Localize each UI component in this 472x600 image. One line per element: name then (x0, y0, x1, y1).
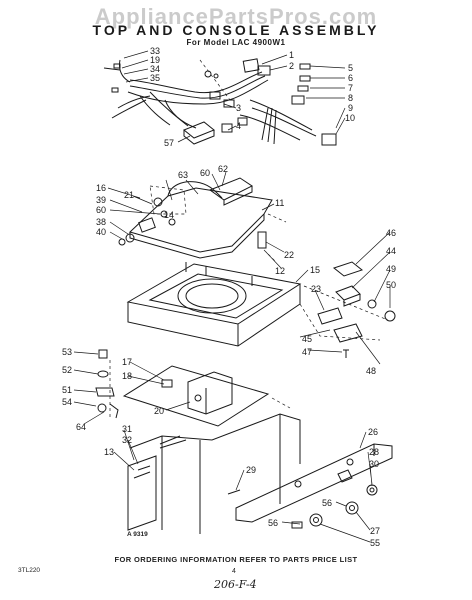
cabinet-frame (127, 413, 301, 534)
callout-39: 39 (96, 195, 106, 205)
callout-56-left: 56 (268, 518, 278, 528)
callout-labels: 33 19 34 35 1 2 5 6 7 8 9 10 3 57 4 62 6… (62, 46, 396, 548)
callout-54: 54 (62, 397, 72, 407)
callout-50: 50 (386, 280, 396, 290)
diagram-title: TOP AND CONSOLE ASSEMBLY (92, 22, 380, 38)
callout-60-left: 60 (96, 205, 106, 215)
callout-20: 20 (154, 406, 164, 416)
leader-lines (73, 50, 391, 543)
callout-4: 4 (236, 121, 241, 131)
callout-1: 1 (289, 50, 294, 60)
callout-60-top: 60 (200, 168, 210, 178)
handwritten-note: 206-F-4 (214, 578, 257, 591)
callout-57: 57 (164, 138, 174, 148)
callout-64: 64 (76, 422, 86, 432)
callout-27: 27 (370, 526, 380, 536)
callout-52: 52 (62, 365, 72, 375)
callout-21: 21 (124, 190, 134, 200)
callout-34: 34 (150, 64, 160, 74)
ordering-note: FOR ORDERING INFORMATION REFER TO PARTS … (114, 555, 358, 564)
callout-29: 29 (246, 465, 256, 475)
diagram-subtitle: For Model LAC 4900W1 (186, 38, 286, 47)
callout-33: 33 (150, 46, 160, 56)
callout-23: 23 (311, 284, 321, 294)
callout-51: 51 (62, 385, 72, 395)
callout-12: 12 (275, 266, 285, 276)
callout-5: 5 (348, 63, 353, 73)
callout-31: 31 (122, 424, 132, 434)
callout-10: 10 (345, 113, 355, 123)
callout-2: 2 (289, 61, 294, 71)
callout-55: 55 (370, 538, 380, 548)
callout-45: 45 (302, 334, 312, 344)
callout-6: 6 (348, 73, 353, 83)
timer-bracket (122, 365, 270, 427)
callout-11: 11 (275, 198, 284, 208)
callout-14: 14 (164, 210, 174, 220)
callout-48: 48 (366, 366, 376, 376)
callout-46: 46 (386, 228, 396, 238)
page-number: 4 (232, 568, 236, 575)
callout-28: 28 (369, 447, 379, 457)
callout-44: 44 (386, 246, 396, 256)
top-panel (126, 262, 302, 347)
callout-49: 49 (386, 264, 396, 274)
callout-47: 47 (302, 347, 312, 357)
callout-3: 3 (236, 103, 241, 113)
callout-22: 22 (284, 250, 294, 260)
callout-35: 35 (150, 73, 160, 83)
callout-53: 53 (62, 347, 72, 357)
console-panel (118, 177, 273, 259)
left-hardware (95, 349, 119, 419)
callout-62: 62 (218, 164, 228, 174)
callout-63: 63 (178, 170, 188, 180)
callout-13: 13 (104, 447, 114, 457)
callout-56-right: 56 (322, 498, 332, 508)
callout-9: 9 (348, 103, 353, 113)
figure-number: A 9319 (127, 531, 148, 538)
print-code: 3TL220 (18, 567, 41, 574)
callout-40: 40 (96, 227, 106, 237)
callout-8: 8 (348, 93, 353, 103)
callout-26: 26 (368, 427, 378, 437)
callout-16: 16 (96, 183, 106, 193)
harness-connectors (111, 58, 337, 146)
callout-18: 18 (122, 371, 132, 381)
front-console-bar (227, 443, 393, 529)
lid-hinge-parts (317, 261, 396, 358)
callout-32: 32 (122, 435, 132, 445)
callout-30: 30 (369, 459, 379, 469)
callout-38: 38 (96, 217, 106, 227)
watermark: AppliancePartsPros.com (94, 4, 378, 29)
callout-19: 19 (150, 55, 160, 65)
callout-7: 7 (348, 83, 353, 93)
callout-15: 15 (310, 265, 320, 275)
callout-17: 17 (122, 357, 132, 367)
